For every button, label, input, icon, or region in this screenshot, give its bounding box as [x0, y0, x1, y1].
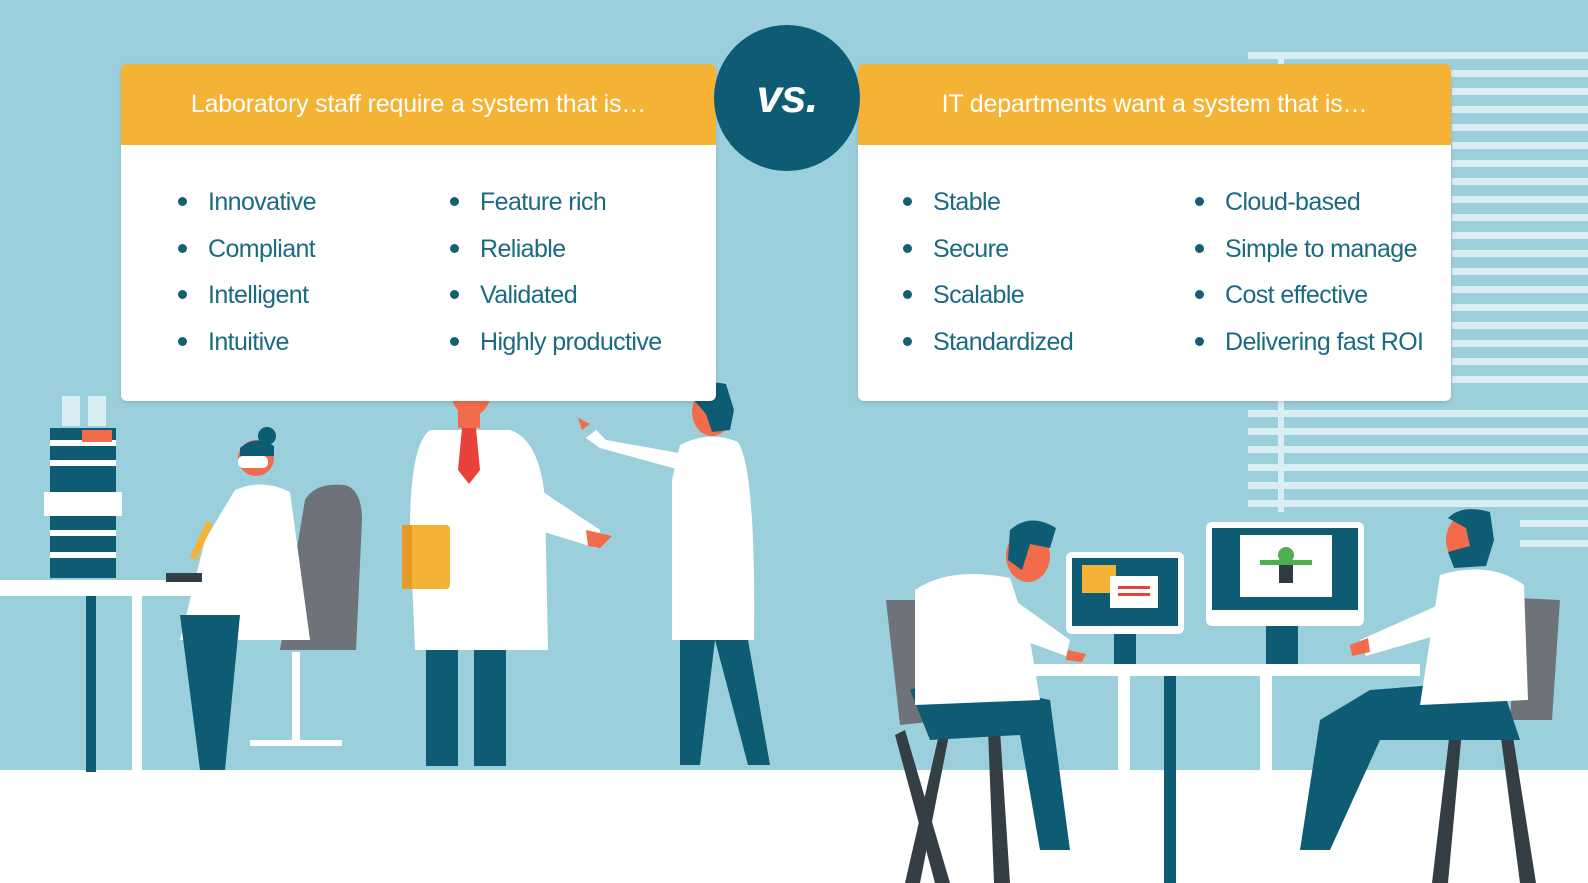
- list-item: Standardized: [903, 324, 1074, 371]
- it-worker-left: [886, 520, 1086, 883]
- list-item: Cloud-based: [1195, 184, 1423, 231]
- list-item: Compliant: [178, 231, 316, 278]
- lab-staff-heading: Laboratory staff require a system that i…: [121, 64, 716, 145]
- lab-staff-panel: Laboratory staff require a system that i…: [121, 64, 716, 401]
- list-item: Feature rich: [450, 184, 662, 231]
- it-departments-heading: IT departments want a system that is…: [858, 64, 1451, 145]
- list-item: Reliable: [450, 231, 662, 278]
- list-item: Validated: [450, 277, 662, 324]
- lab-staff-list-col1: Innovative Compliant Intelligent Intuiti…: [178, 184, 317, 371]
- monitor-left: [1066, 552, 1184, 664]
- list-item: Intuitive: [178, 324, 316, 371]
- it-list-col1: Stable Secure Scalable Standardized: [903, 184, 1074, 371]
- scientist-seated: [166, 427, 362, 770]
- list-item: Delivering fast ROI: [1195, 324, 1424, 371]
- list-item: Intelligent: [178, 277, 316, 324]
- list-item: Highly productive: [450, 324, 662, 371]
- lab-instrument: [44, 396, 122, 578]
- list-item: Stable: [903, 184, 1073, 231]
- list-item: Scalable: [903, 277, 1073, 324]
- list-item: Simple to manage: [1195, 231, 1423, 278]
- monitor-right: [1206, 522, 1364, 664]
- list-item: Innovative: [178, 184, 317, 231]
- vs-badge: vs.: [714, 25, 860, 171]
- it-departments-panel: IT departments want a system that is… St…: [858, 64, 1451, 401]
- vs-label: vs.: [756, 70, 819, 122]
- it-list-col2: Cloud-based Simple to manage Cost effect…: [1195, 184, 1424, 371]
- list-item: Cost effective: [1195, 277, 1423, 324]
- lab-staff-list-col2: Feature rich Reliable Validated Highly p…: [450, 184, 662, 370]
- it-worker-right: [1300, 509, 1560, 883]
- scientist-pointing: [578, 382, 770, 765]
- list-item: Secure: [903, 231, 1073, 278]
